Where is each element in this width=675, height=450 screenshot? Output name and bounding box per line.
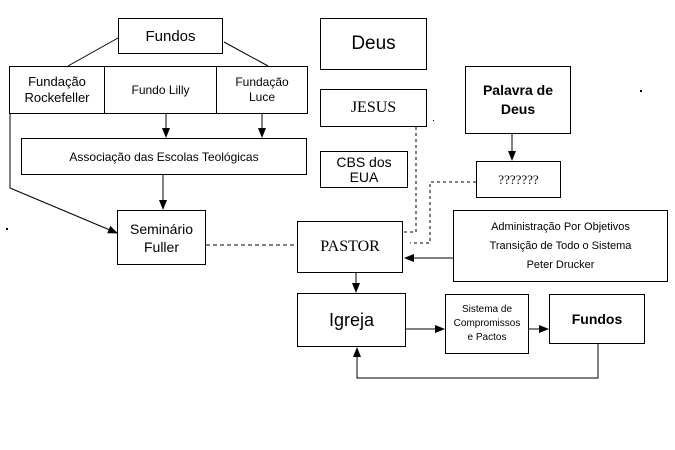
sistema-compromissos-label: Sistema de Compromissos e Pactos (453, 304, 521, 343)
associacao-label: Associação das Escolas Teológicas (69, 149, 259, 164)
fundacao-rockefeller-box: Fundação Rockefeller (9, 66, 105, 114)
pastor-box: PASTOR (297, 221, 403, 273)
fundacao-luce-box: Fundação Luce (216, 66, 308, 114)
fundos-top-box: Fundos (118, 18, 223, 54)
connector-fundos-rockefeller (67, 37, 119, 67)
administracao-box: Administração Por Objetivos Transição de… (453, 210, 668, 282)
cbs-box: CBS dos EUA (320, 151, 408, 188)
deus-box: Deus (320, 18, 427, 70)
administracao-label: Administração Por Objetivos Transição de… (489, 220, 632, 271)
connector-fundos-luce (223, 41, 269, 67)
deus-label: Deus (351, 33, 396, 54)
fundacao-rockefeller-label: Fundação Rockefeller (24, 74, 90, 105)
jesus-label: JESUS (350, 99, 397, 116)
dashed-jesus-pastor (403, 127, 417, 233)
igreja-label: Igreja (328, 309, 375, 330)
cbs-label: CBS dos EUA (336, 153, 392, 185)
fundos-top-label: Fundos (145, 27, 196, 45)
fundo-lilly-label: Fundo Lilly (131, 83, 190, 97)
seminario-label: Seminário Fuller (129, 220, 194, 255)
seminario-box: Seminário Fuller (117, 210, 206, 265)
palavra-de-deus-box: Palavra de Deus (465, 66, 571, 134)
interrogacao-box: ??????? (476, 161, 561, 198)
speck (433, 120, 434, 121)
jesus-box: JESUS (320, 89, 427, 127)
arrow-rockefeller-seminario (9, 114, 118, 234)
speck (6, 228, 8, 230)
dashed-interrogacao-pastor (410, 181, 476, 244)
fundos-bottom-label: Fundos (571, 311, 623, 327)
pastor-label: PASTOR (320, 238, 380, 255)
fundos-bottom-box: Fundos (549, 294, 645, 344)
interrogacao-label: ??????? (498, 171, 539, 187)
associacao-box: Associação das Escolas Teológicas (21, 138, 307, 175)
igreja-box: Igreja (297, 293, 406, 347)
arrow-fundos-igreja (353, 344, 599, 379)
sistema-compromissos-box: Sistema de Compromissos e Pactos (445, 294, 529, 354)
speck (640, 90, 642, 92)
fundacao-luce-label: Fundação Luce (235, 75, 289, 104)
palavra-de-deus-label: Palavra de Deus (482, 82, 554, 117)
fundo-lilly-box: Fundo Lilly (104, 66, 217, 114)
